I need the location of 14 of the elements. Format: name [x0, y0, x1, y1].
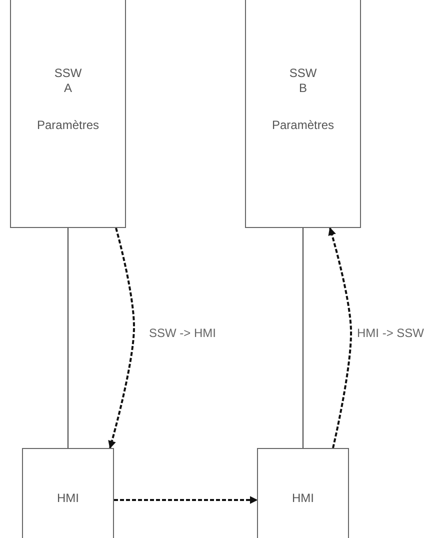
process-box	[10, 0, 126, 228]
node-title: HMI	[292, 491, 314, 506]
process-box	[257, 448, 349, 538]
node-title: SSW B	[288, 66, 318, 96]
node-text: Paramètres	[36, 118, 100, 133]
dashed-arrow	[114, 496, 258, 504]
dashed-arrow	[108, 228, 135, 449]
node-title: SSW A	[53, 66, 83, 96]
node-title: HMI	[57, 491, 79, 506]
connector-line	[302, 228, 304, 448]
node-text: Paramètres	[272, 118, 334, 133]
dashed-arrow	[328, 227, 352, 448]
process-box	[245, 0, 361, 228]
process-box	[22, 448, 114, 538]
